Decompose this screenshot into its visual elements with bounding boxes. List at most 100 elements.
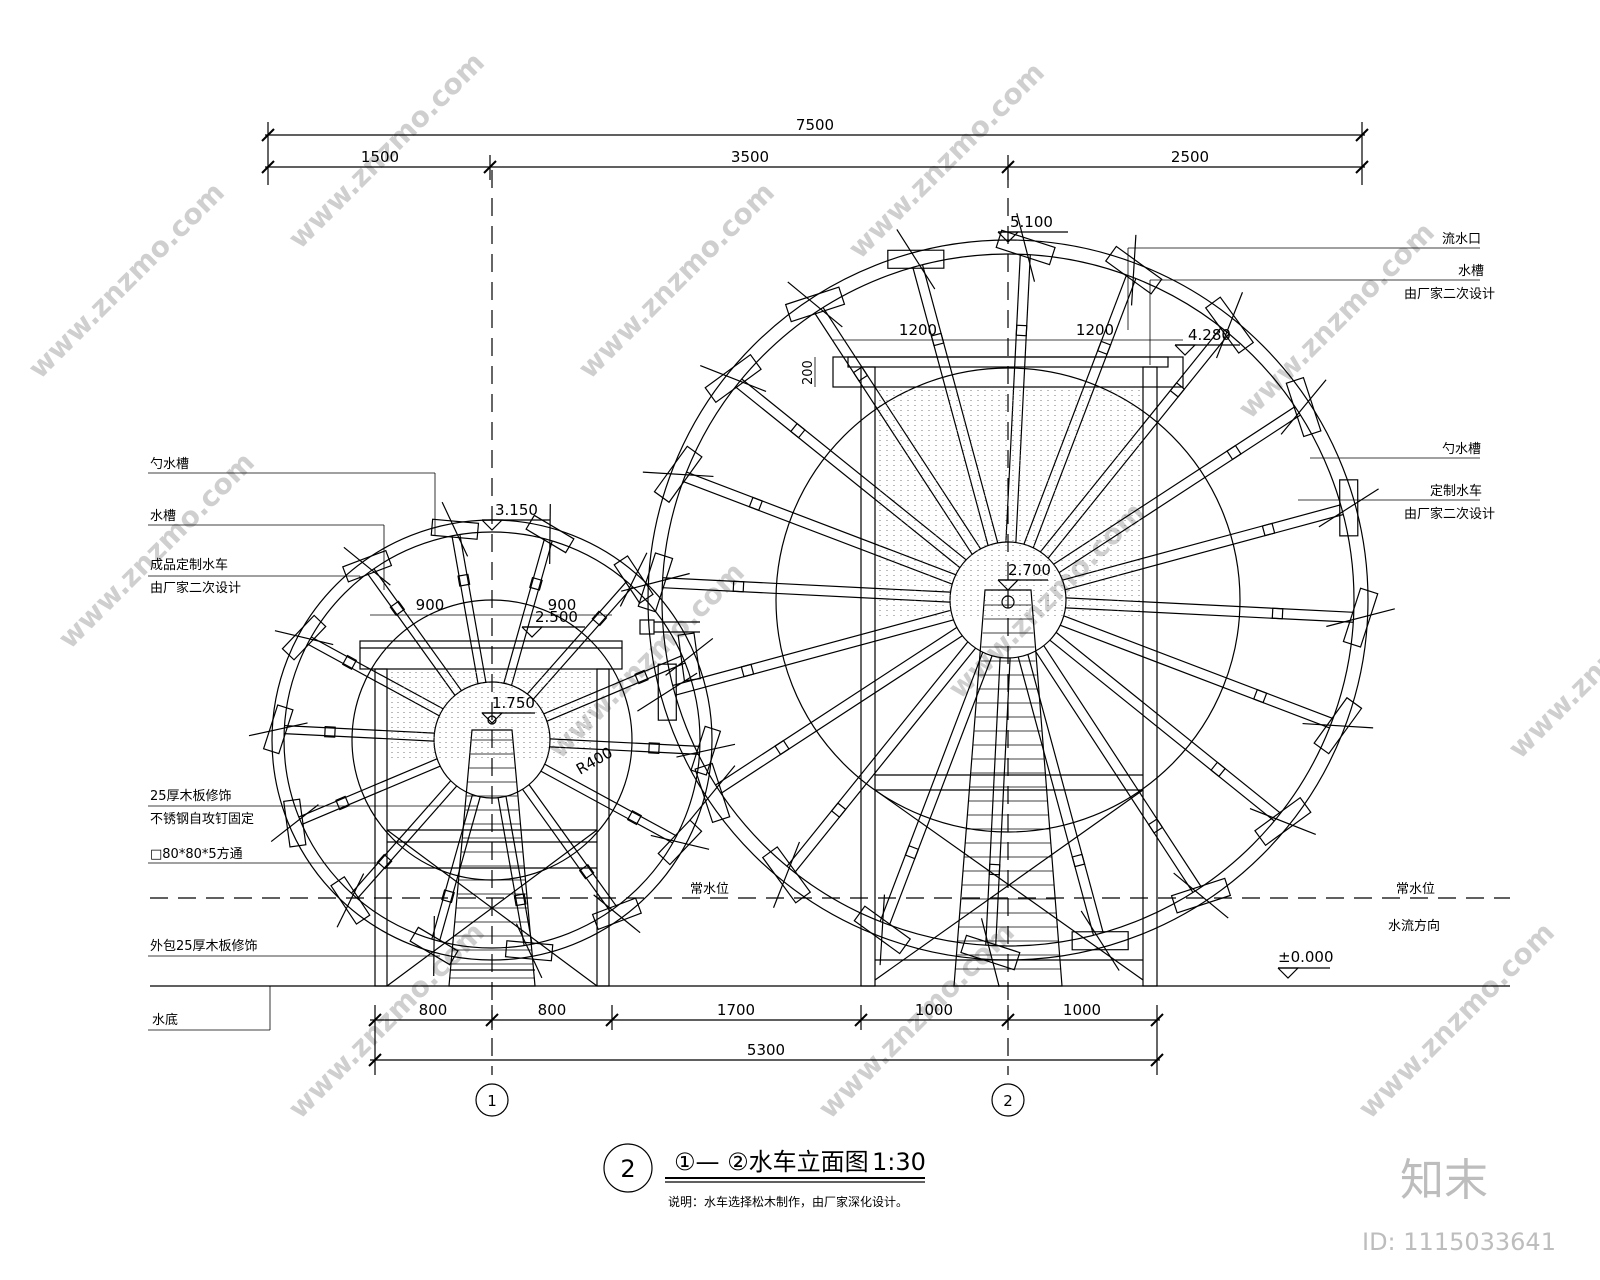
wheel-spoke — [1049, 639, 1275, 822]
paddle-brace — [621, 572, 690, 592]
spoke-block — [389, 600, 406, 617]
wheel-spoke — [686, 471, 956, 576]
wheel-paddle — [430, 518, 480, 540]
paddle-brace — [1318, 488, 1379, 528]
title-scale: 1:30 — [872, 1148, 926, 1176]
spoke-block — [513, 893, 527, 907]
wheel-spoke — [1043, 645, 1202, 888]
wheel-spoke — [1058, 414, 1301, 573]
wheel-paddle — [1339, 479, 1359, 537]
paddle-brace — [1302, 722, 1374, 729]
paddle-brace — [1130, 234, 1137, 306]
wheel-spoke — [1065, 607, 1354, 623]
wheel-paddle — [330, 876, 371, 925]
wheel-spoke — [1065, 513, 1344, 591]
wheel-spoke — [672, 609, 951, 687]
wheel-spoke — [1032, 278, 1137, 548]
spoke-block — [376, 853, 393, 870]
wheel-spoke — [431, 794, 474, 940]
label-outer-board: 外包25厚木板修饰 — [150, 939, 258, 954]
paddle-brace — [896, 229, 936, 290]
label-trough-left: 水槽 — [150, 509, 176, 524]
large-dim-right: 1200 — [1076, 321, 1114, 339]
spoke-block — [1147, 818, 1164, 834]
wheel-spoke — [741, 378, 967, 561]
wheel-spoke — [985, 657, 1001, 946]
spoke-block — [341, 654, 358, 670]
spoke-block — [529, 576, 543, 591]
site-watermark: www.znzmo.com — [1232, 216, 1441, 425]
dim-bottom-seg1: 800 — [419, 1001, 448, 1019]
dim-top-seg2: 3500 — [731, 148, 769, 166]
wheel-paddle — [887, 249, 945, 269]
spoke-block — [904, 844, 920, 860]
wheel-spoke — [497, 797, 525, 946]
wheel-spoke — [528, 784, 618, 907]
spoke-block — [852, 366, 869, 382]
large-top-elev: 5.100 — [1010, 213, 1053, 231]
wheel-paddle — [1254, 796, 1312, 847]
large-dim-left: 1200 — [899, 321, 937, 339]
large-water-wheel: 5.100 4.280 2.700 1200 1200 200 — [621, 213, 1395, 987]
label-water-level-center: 常水位 — [690, 882, 729, 897]
spoke-block — [335, 795, 350, 811]
spoke-block — [1096, 340, 1112, 356]
spoke-block — [1015, 324, 1028, 337]
wheel-paddle — [283, 798, 307, 848]
bottom-dimensions: 800 800 1700 1000 1000 5300 — [368, 1001, 1164, 1075]
wheel-spoke — [1027, 654, 1104, 933]
wheel-spoke — [310, 636, 444, 710]
spoke-block — [1210, 761, 1227, 778]
label-wheel-left-b: 由厂家二次设计 — [150, 580, 241, 596]
small-water-wheel: 3.150 2.500 1.750 900 900 R400 — [248, 501, 736, 987]
wheel-spoke — [1035, 650, 1194, 893]
spoke-block — [1169, 381, 1186, 398]
wheel-spoke — [995, 658, 1011, 946]
wheel-paddle — [341, 549, 393, 583]
spoke-block — [988, 863, 1001, 876]
wheel-spoke — [662, 577, 951, 593]
wheel-spoke — [786, 641, 969, 867]
paddle-brace — [637, 672, 698, 712]
wheel-paddle — [1204, 296, 1255, 354]
top-dimensions: 7500 1500 3500 2500 — [261, 116, 1369, 185]
paddle-brace — [515, 923, 543, 979]
label-water-level-right: 常水位 — [1396, 882, 1435, 897]
paddle-brace — [441, 501, 469, 557]
spoke-block — [1071, 853, 1086, 868]
paddle-brace — [689, 765, 736, 821]
label-zero-elev: ±0.000 — [1278, 948, 1334, 966]
wheel-paddle — [281, 614, 327, 661]
spoke-block — [774, 739, 790, 756]
spoke-block — [740, 663, 755, 678]
wheel-spoke — [912, 267, 989, 546]
label-trough-right-a: 水槽 — [1458, 264, 1484, 279]
paddle-brace — [676, 743, 736, 758]
svg-text:2: 2 — [1003, 1092, 1013, 1110]
title-text: ①— ②水车立面图 — [674, 1148, 869, 1176]
spoke-block — [1261, 522, 1276, 537]
wheel-spoke — [503, 538, 546, 684]
wheel-spoke — [1062, 504, 1341, 581]
site-watermark: www.znzmo.com — [1502, 556, 1600, 765]
wheel-spoke — [715, 627, 958, 786]
site-watermark: www.znzmo.com — [572, 176, 781, 385]
label-wheel-right-a: 定制水车 — [1430, 483, 1482, 499]
wheel-spoke — [459, 534, 487, 683]
wheel-spoke — [879, 652, 984, 922]
paddle-brace — [1080, 910, 1120, 971]
site-watermark: www.znzmo.com — [22, 176, 231, 385]
spoke-block — [324, 726, 336, 738]
label-steel-tube: □80*80*5方通 — [150, 846, 243, 862]
paddle-brace — [772, 841, 801, 908]
site-watermark: www.znzmo.com — [52, 446, 261, 655]
paddle-brace — [1249, 807, 1316, 836]
dim-top-seg3: 2500 — [1171, 148, 1209, 166]
spoke-block — [457, 573, 471, 587]
label-ladle-trough-right: 勺水槽 — [1442, 442, 1481, 457]
wheel-spoke — [546, 662, 686, 722]
wheel-spoke — [1055, 632, 1281, 814]
brand-watermark: 知末 — [1400, 1155, 1488, 1206]
small-dim-left: 900 — [416, 596, 445, 614]
small-top-elev: 3.150 — [495, 501, 538, 519]
